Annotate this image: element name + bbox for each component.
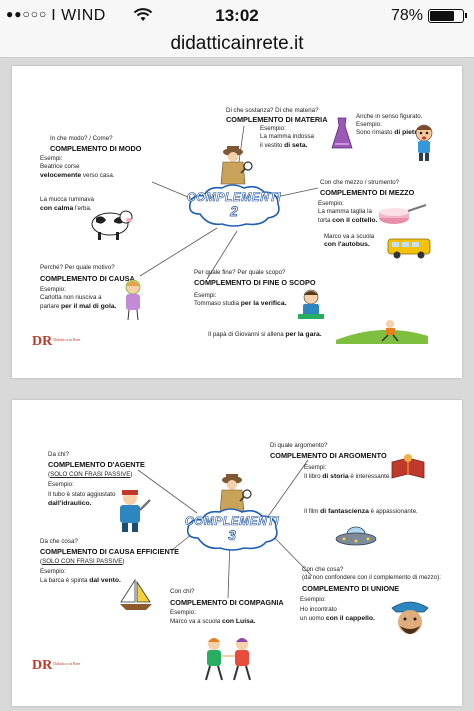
modo-line2: velocemente verso casa. [40,172,115,179]
carrier-name: I WIND [51,7,106,24]
causa-line2: parlare per il mal di gola. [40,303,117,310]
unione-line1: Ho incontrato [300,606,337,613]
materia-line2: il vestito di seta. [260,142,308,149]
center-number: 2 [230,203,238,220]
materia-figurato-1: Anche in senso figurato. [356,113,423,120]
mezzo-line1: La mamma taglia la [318,208,372,215]
plumber-illustration [120,490,151,532]
agente-title: COMPLEMENTO D'AGENTE [48,460,145,469]
signal-strength-icon: ●●○○○ [6,7,48,21]
causa-example-label: Esempio: [40,286,66,293]
causa-title: COMPLEMENTO DI CAUSA [40,274,135,283]
center-number: 3 [228,527,236,544]
compagnia-example-label: Esempio: [170,609,196,616]
argomento-question: Di quale argomento? [270,442,328,449]
carrier-indicator: ●●○○○I WIND [6,7,106,25]
agente-question: Da chi? [48,451,69,458]
causa-line1: Carlotta non riusciva a [40,294,102,301]
modo-question: In che modo? / Come? [50,135,113,142]
materia-figurato-2: Esempio: [356,121,382,128]
mezzo-line3: Marco va a scuola [324,233,375,240]
fine-question: Per quale fine? Per quale scopo? [194,269,286,276]
materia-title: COMPLEMENTO DI MATERIA [226,115,328,124]
battery-fill [430,11,455,21]
mezzo-line4: con l'autobus. [324,241,370,248]
wifi-icon [133,8,153,21]
unione-line2: un uomo con il cappello. [300,615,375,622]
cow-illustration [91,210,133,240]
sick-girl-illustration [125,279,141,321]
fine-line1: Tommaso studia per la verifica. [194,300,287,307]
causa-question: Perché? Per quale motivo? [40,264,115,271]
center-cloud-complementi-3: COMPLEMENTI 3 [184,508,280,552]
fine-example-label: Esempi: [194,292,217,299]
surprised-boy-illustration [415,124,433,161]
status-bar: ●●○○○I WIND 13:02 78% [0,0,474,30]
causa-eff-example-label: Esempio: [40,568,66,575]
man-with-hat-illustration [391,601,429,634]
compagnia-title: COMPLEMENTO DI COMPAGNIA [170,598,284,607]
compagnia-line1: Marco va a scuola con Luisa. [170,618,256,625]
agente-note: (SOLO CON FRASI PASSIVE) [48,471,133,478]
modo-title: COMPLEMENTO DI MODO [50,144,142,153]
school-bus-illustration [387,238,431,259]
ufo-illustration [335,526,377,546]
agente-line2: dall'idraulico. [48,500,92,507]
agente-example-label: Esempio: [48,481,74,488]
url-text[interactable]: didatticainrete.it [170,33,304,54]
detective-illustration [219,474,252,513]
sailboat-illustration [120,578,152,610]
logo-didattica-in-rete: DRDidattica in Rete [32,658,81,673]
unione-question-note: (da non confondere con il complemento di… [302,574,441,581]
argomento-line2: Il film di fantascienza è appassionante. [304,508,418,515]
fine-title: COMPLEMENTO DI FINE O SCOPO [194,278,316,287]
detective-illustration [220,146,253,185]
cake-knife-illustration [379,204,427,224]
unione-question: Con che cosa? [302,566,344,573]
mind-map-card-complementi-3: Da chi? COMPLEMENTO D'AGENTE (SOLO CON F… [12,400,462,706]
dress-illustration [331,117,353,149]
modo-line1: Beatrice corse [40,163,80,170]
argomento-example-label: Esempi: [304,464,327,471]
mezzo-question: Con che mezzo / strumento? [320,179,400,186]
modo-line4: con calma l'erba. [40,205,92,212]
battery-percentage: 78% [390,7,423,24]
compagnia-question: Con chi? [170,588,195,595]
clock: 13:02 [215,6,259,25]
running-dad-illustration [336,320,428,344]
mezzo-line2: torta con il coltello. [318,217,378,224]
modo-example-label: Esempi: [40,155,63,162]
materia-line1: La mamma indossa [260,133,314,140]
causa-eff-note: (SOLO CON FRASI PASSIVE) [40,558,125,565]
materia-example-label: Esempio: [260,125,286,132]
materia-figurato-3: Sono rimasto di pietra! [356,129,423,136]
causa-eff-line1: La barca è spinta dal vento. [40,577,121,584]
argomento-line1: Il libro di storia è interessante. [304,473,391,480]
center-title: COMPLEMENTI [186,190,282,205]
mind-map-card-complementi-2: In che modo? / Come? COMPLEMENTO DI MODO… [12,66,462,378]
mezzo-title: COMPLEMENTO DI MEZZO [320,188,415,197]
center-title: COMPLEMENTI [184,514,280,529]
modo-line3: La mucca ruminava [40,196,94,203]
mezzo-example-label: Esempio: [318,200,344,207]
book-illustration [391,454,425,479]
battery-icon [428,9,467,23]
materia-question: Di che sostanza? Di che materia? [226,107,319,114]
studying-boy-illustration [298,289,324,319]
causa-eff-title: COMPLEMENTO DI CAUSA EFFICIENTE [40,547,180,556]
center-cloud-complementi-2: COMPLEMENTI 2 [186,184,282,228]
fine-line2: Il papà di Giovanni si allena per la gar… [208,331,322,338]
unione-example-label: Esempio: [300,596,326,603]
logo-didattica-in-rete: DRDidattica in Rete [32,334,81,349]
address-bar[interactable]: didatticainrete.it [0,30,474,58]
causa-eff-question: Da che cosa? [40,538,78,545]
argomento-title: COMPLEMENTO DI ARGOMENTO [270,451,387,460]
agente-line1: Il tubo è stato aggiustato [48,491,116,498]
kids-walking-illustration [205,638,251,681]
unione-title: COMPLEMENTO DI UNIONE [302,584,400,593]
